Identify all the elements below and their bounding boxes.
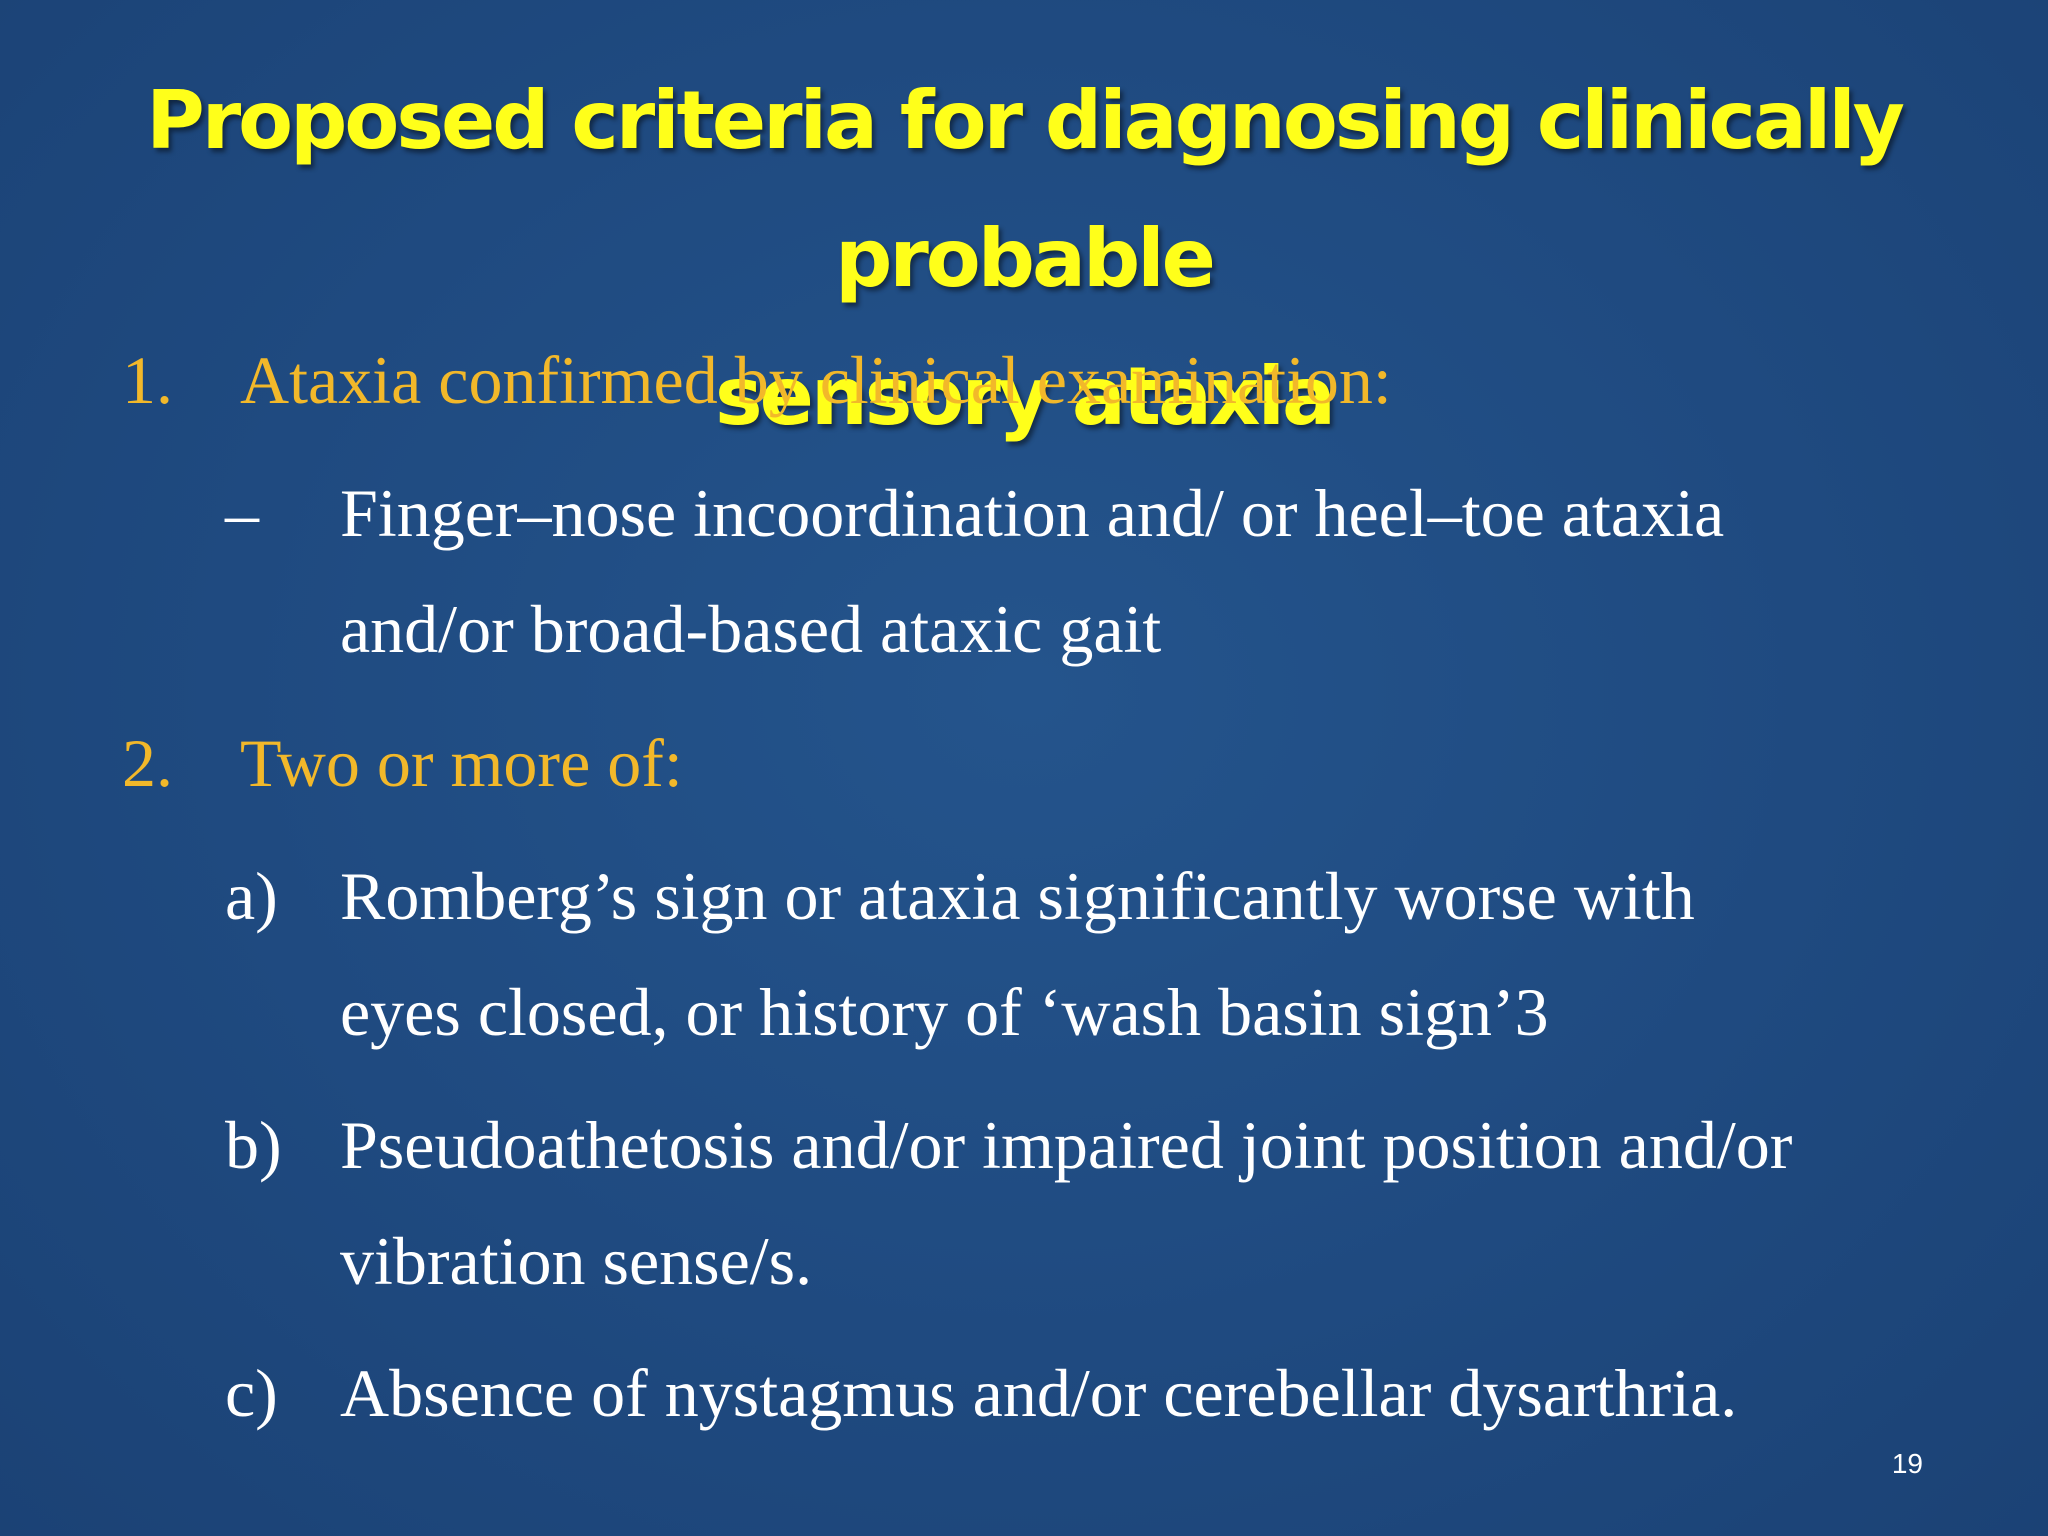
criterion-1: 1. Ataxia confirmed by clinical examinat… (122, 322, 1922, 438)
criterion-2-a-line-1: Romberg’s sign or ataxia significantly w… (340, 858, 1695, 934)
criterion-2-number: 2. (122, 725, 173, 801)
criterion-2-text: Two or more of: (240, 725, 683, 801)
criterion-1-detail: – Finger–nose incoordination and/ or hee… (225, 455, 2025, 687)
criterion-2-c-marker: c) (225, 1355, 278, 1431)
criterion-2-c: c) Absence of nystagmus and/or cerebella… (225, 1335, 2025, 1451)
criterion-1-number: 1. (122, 342, 173, 418)
criterion-1-detail-line-2: and/or broad-based ataxic gait (340, 591, 1162, 667)
criterion-2-b-line-2: vibration sense/s. (340, 1223, 813, 1299)
slide-title-line-2: sensory ataxia (714, 350, 1336, 443)
page-number: 19 (1891, 1448, 1923, 1479)
criterion-2: 2. Two or more of: (122, 705, 1922, 821)
criterion-2-b-line-1: Pseudoathetosis and/or impaired joint po… (340, 1107, 1793, 1183)
criterion-1-text: Ataxia confirmed by clinical examination… (240, 342, 1392, 418)
criterion-2-a-line-2: eyes closed, or history of ‘wash basin s… (340, 974, 1549, 1050)
criterion-2-b-marker: b) (225, 1107, 282, 1183)
criterion-2-a-marker: a) (225, 858, 278, 934)
criterion-2-c-line-1: Absence of nystagmus and/or cerebellar d… (340, 1355, 1738, 1431)
slide-title-line-1: Proposed criteria for diagnosing clinica… (146, 74, 1905, 305)
criterion-1-detail-dash: – (225, 475, 259, 551)
slide-title: Proposed criteria for diagnosing clinica… (0, 52, 2048, 466)
criterion-2-b: b) Pseudoathetosis and/or impaired joint… (225, 1087, 2025, 1319)
criterion-1-detail-line-1: Finger–nose incoordination and/ or heel–… (340, 475, 1725, 551)
criterion-2-a: a) Romberg’s sign or ataxia significantl… (225, 838, 2025, 1070)
